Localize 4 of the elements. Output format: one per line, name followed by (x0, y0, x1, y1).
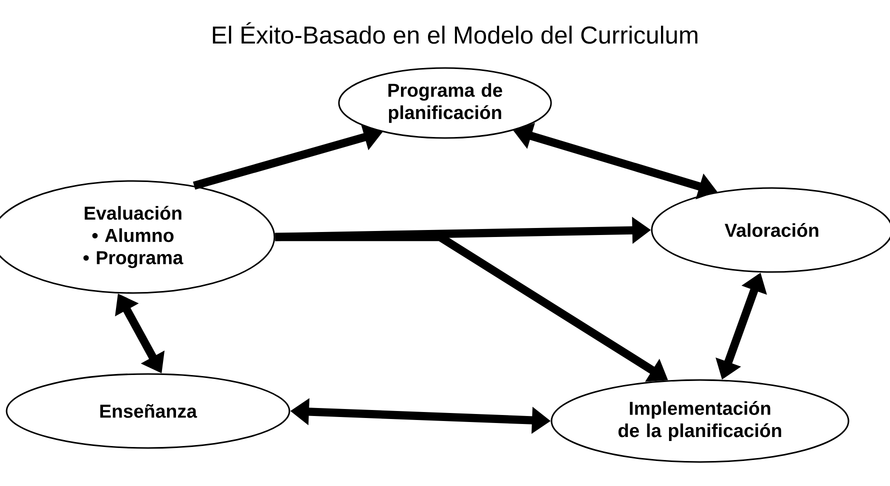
title: El Éxito-Basado en el Modelo del Curriculum (212, 22, 698, 44)
ellipse-node: Implementación de la planificación (550, 379, 850, 463)
ellipse-node: Programa de planificación (338, 67, 552, 139)
ellipse-node: Enseñanza (6, 373, 290, 449)
